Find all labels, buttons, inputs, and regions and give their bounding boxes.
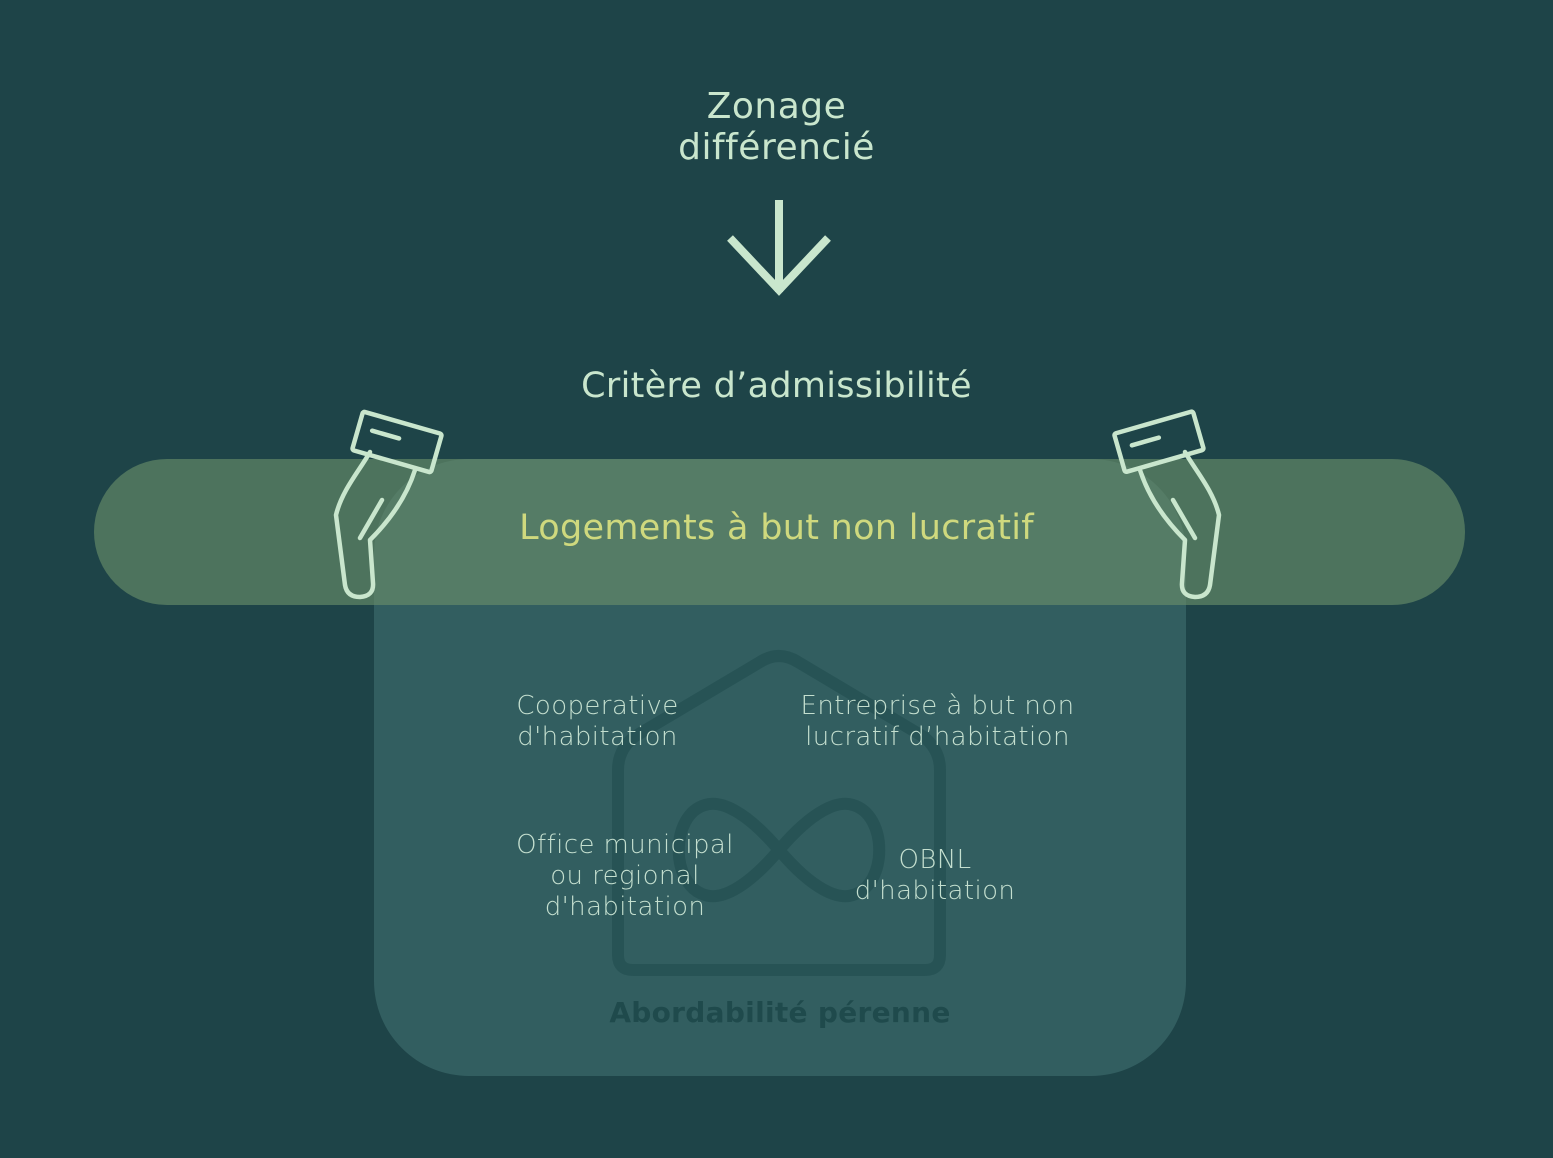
org-obnl-line-1: OBNL	[898, 845, 972, 875]
diagram-title: Zonage différencié	[0, 86, 1553, 168]
org-cooperative-line-1: Cooperative	[516, 691, 679, 721]
org-enterprise-line-1: Entreprise à but non	[800, 691, 1075, 721]
org-office-line-3: d'habitation	[544, 892, 706, 922]
arrow-down-icon	[727, 200, 831, 296]
org-enterprise-line-2: lucratif d’habitation	[805, 722, 1070, 752]
criterion-label: Critère d’admissibilité	[581, 366, 972, 406]
org-office-line-1: Office municipal	[516, 830, 734, 860]
org-office-line-2: ou regional	[550, 861, 700, 891]
house-panel	[374, 459, 1186, 1076]
band-pill	[94, 459, 1465, 605]
org-obnl-line-2: d'habitation	[854, 876, 1016, 906]
title-line-2: différencié	[678, 127, 875, 168]
org-cooperative-line-2: d'habitation	[517, 722, 678, 752]
title-line-1: Zonage	[706, 86, 847, 127]
org-enterprise: Entreprise à but non lucratif d’habitati…	[780, 691, 1095, 753]
hand-holding-card-right-icon	[1112, 409, 1222, 600]
house-infinity-icon	[612, 650, 946, 976]
org-office-municipal: Office municipal ou regional d'habitatio…	[495, 830, 755, 923]
org-cooperative: Cooperative d'habitation	[480, 691, 715, 753]
footer-label: Abordabilité pérenne	[609, 996, 951, 1029]
band-label: Logements à but non lucratif	[519, 508, 1034, 548]
org-obnl: OBNL d'habitation	[835, 845, 1035, 907]
hand-holding-card-left-icon	[333, 409, 444, 600]
